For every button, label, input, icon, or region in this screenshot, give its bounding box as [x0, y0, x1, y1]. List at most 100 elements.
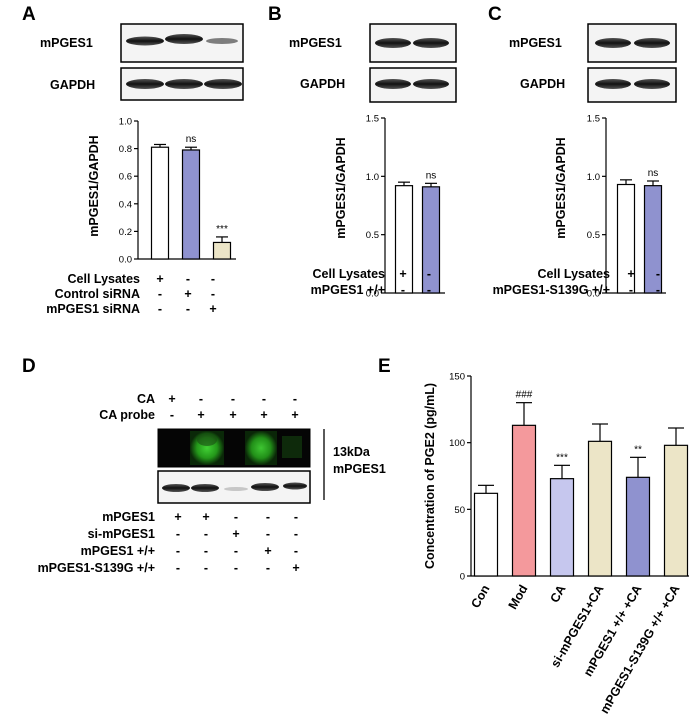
blot-band: [413, 38, 449, 48]
condition-mark: +: [229, 408, 236, 422]
condition-label: mPGES1-S139G +/+: [38, 561, 155, 575]
condition-mark: -: [262, 392, 266, 406]
significance-label: ns: [426, 170, 437, 181]
condition-mark: -: [427, 267, 431, 281]
bar: [181, 149, 201, 260]
condition-label: Control siRNA: [55, 287, 140, 301]
condition-mark: +: [184, 287, 191, 301]
bar: [587, 440, 613, 577]
condition-mark: -: [211, 272, 215, 286]
condition-mark: -: [656, 267, 660, 281]
y-tick-label: 0.2: [119, 227, 132, 238]
condition-mark: -: [176, 527, 180, 541]
blot-band: [126, 36, 164, 46]
condition-mark: +: [209, 302, 216, 316]
condition-mark: +: [232, 527, 239, 541]
bar-chart-b: 0.00.51.01.5ns: [366, 114, 445, 300]
y-tick-label: 0.4: [119, 199, 132, 210]
condition-table-d-top: CA+----CA probe-++++: [99, 392, 298, 422]
y-tick-label: 0.5: [587, 230, 600, 241]
condition-label: si-mPGES1: [88, 527, 155, 541]
y-tick-label: 0.5: [366, 230, 379, 241]
significance-label: ***: [216, 224, 228, 235]
condition-label: CA probe: [99, 408, 155, 422]
condition-mark: -: [186, 302, 190, 316]
panel-letter-b: B: [268, 4, 282, 25]
bar-chart-e: 050100150Con###Mod***CAsi-mPGES1+CA**mPG…: [449, 372, 689, 717]
blot-band: [375, 79, 411, 89]
blot-band: [191, 484, 219, 492]
western-blot-b: [369, 23, 457, 103]
x-tick-label: mPGES1-S139G +/+ +CA: [597, 583, 682, 717]
blot-label-gapdh-a: GAPDH: [50, 78, 95, 92]
blot-band: [634, 38, 670, 48]
significance-label: ###: [516, 390, 533, 401]
blot-label-mpges1-c: mPGES1: [509, 36, 562, 50]
condition-mark: -: [176, 544, 180, 558]
condition-mark: -: [266, 510, 270, 524]
condition-mark: -: [231, 392, 235, 406]
condition-mark: -: [401, 283, 405, 297]
blot-band: [413, 79, 449, 89]
condition-mark: -: [158, 287, 162, 301]
condition-mark: -: [176, 561, 180, 575]
y-tick-label: 1.0: [119, 117, 132, 128]
panel-letter-a: A: [22, 4, 36, 25]
panel-a: A mPGES1 GAPDH 0.00.20.40.60.81.0ns*** m…: [22, 4, 244, 316]
condition-label: mPGES1 +/+: [81, 544, 155, 558]
y-tick-label: 0.0: [366, 289, 379, 300]
bar: [625, 476, 651, 577]
fluorescence-gel: [157, 428, 311, 468]
x-tick-label: Mod: [506, 583, 531, 612]
blot-band: [283, 482, 307, 490]
y-tick-label: 100: [449, 438, 465, 449]
blot-label-mpges1-a: mPGES1: [40, 36, 93, 50]
condition-mark: -: [158, 302, 162, 316]
condition-mark: -: [293, 392, 297, 406]
significance-label: **: [634, 444, 642, 455]
significance-label: ***: [556, 452, 568, 463]
condition-label: mPGES1 +/+: [311, 283, 385, 297]
panel-e: E 050100150Con###Mod***CAsi-mPGES1+CA**m…: [378, 356, 689, 716]
y-tick-label: 1.5: [587, 114, 600, 125]
condition-mark: +: [399, 267, 406, 281]
blot-label-mpges1-b: mPGES1: [289, 36, 342, 50]
condition-mark: +: [291, 408, 298, 422]
significance-label: ns: [186, 134, 197, 145]
blot-band: [251, 483, 279, 491]
condition-mark: -: [294, 527, 298, 541]
bar-chart-a: 0.00.20.40.60.81.0ns***: [119, 117, 236, 266]
blot-band: [204, 79, 242, 89]
condition-mark: +: [168, 392, 175, 406]
condition-mark: -: [170, 408, 174, 422]
blot-band: [165, 79, 203, 89]
condition-label: mPGES1: [102, 510, 155, 524]
condition-mark: -: [234, 561, 238, 575]
blot-band-faint: [224, 487, 248, 491]
y-tick-label: 1.0: [366, 172, 379, 183]
bar: [549, 478, 575, 577]
condition-label: mPGES1-S139G +/+: [493, 283, 610, 297]
condition-mark: +: [627, 267, 634, 281]
blot-band-faint: [206, 38, 238, 44]
bar: [511, 424, 537, 577]
condition-label: mPGES1 siRNA: [46, 302, 140, 316]
western-blot-c: [587, 23, 677, 103]
y-tick-label: 150: [449, 372, 465, 383]
condition-mark: -: [266, 561, 270, 575]
blot-band: [126, 79, 164, 89]
blot-label-gapdh-b: GAPDH: [300, 77, 345, 91]
panel-d: D CA+----CA probe-++++ 13kDa mPGES1 mPGE…: [22, 356, 386, 575]
condition-mark: -: [204, 544, 208, 558]
condition-mark: +: [156, 272, 163, 286]
side-label-13kda: 13kDa: [333, 445, 371, 459]
y-tick-label: 50: [454, 505, 465, 516]
blot-band: [595, 79, 631, 89]
side-label-mpges1: mPGES1: [333, 462, 386, 476]
bar: [473, 492, 499, 577]
condition-mark: -: [656, 283, 660, 297]
condition-mark: +: [197, 408, 204, 422]
significance-label: ns: [648, 168, 659, 179]
western-blot-a: [120, 23, 244, 101]
